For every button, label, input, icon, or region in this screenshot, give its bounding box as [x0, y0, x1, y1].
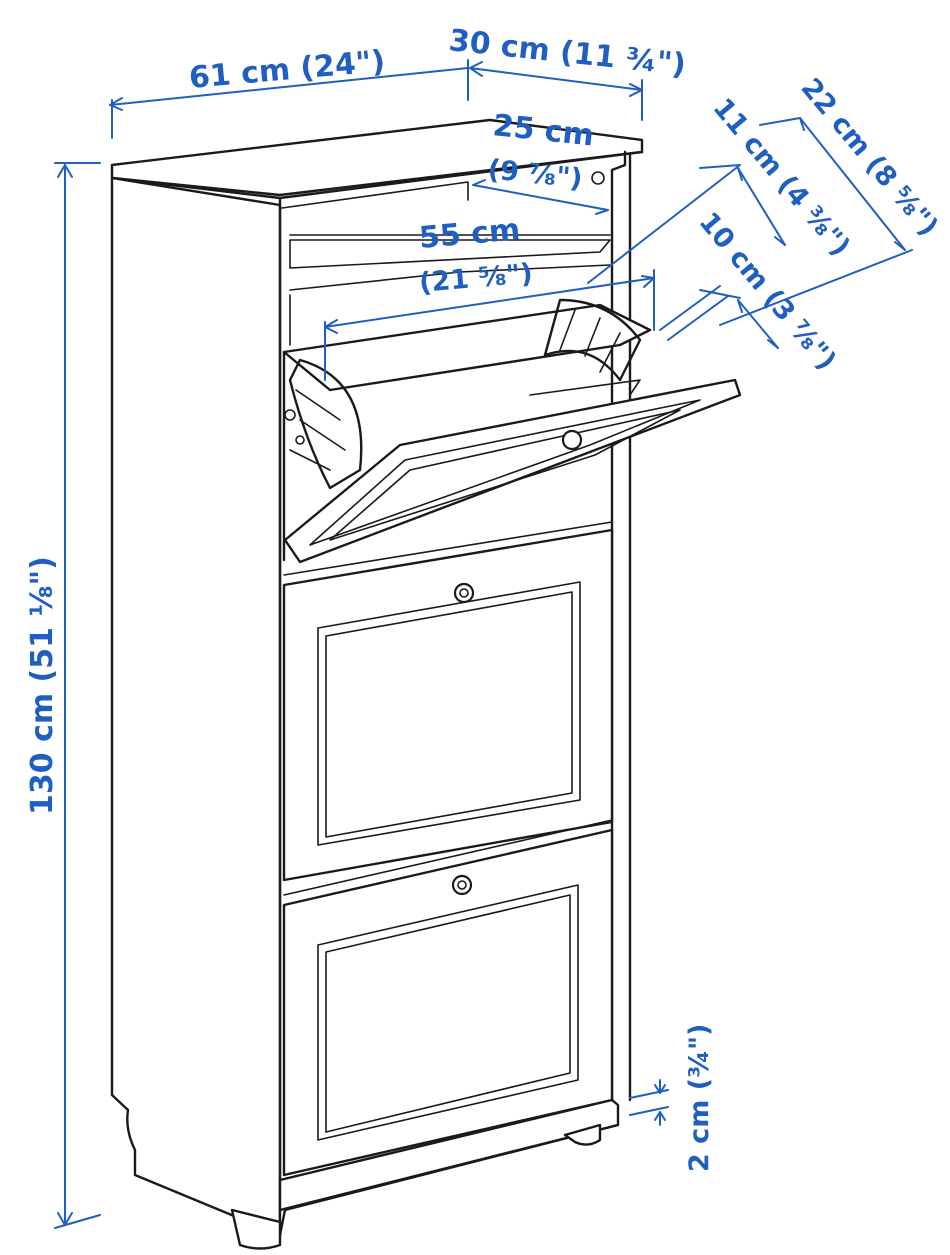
- drawer-knob-top: [561, 429, 583, 451]
- drawer-knob-bottom: [451, 874, 473, 896]
- inner-width-in-label: (21 ⅝"): [418, 258, 534, 299]
- inner-width-cm-label: 55 cm: [418, 212, 522, 256]
- front-foot: [230, 1208, 282, 1250]
- middle-drawer: [282, 521, 614, 882]
- height-label: 130 cm (51 ⅛"): [25, 556, 60, 815]
- open-drawer: [282, 298, 742, 564]
- open-drawer-door: [283, 378, 742, 564]
- dimension-lines: [54, 59, 913, 1229]
- foot-height-label: 2 cm (¾"): [684, 1024, 715, 1172]
- right-foot: [563, 1123, 602, 1146]
- cabinet-left-side: [110, 176, 282, 1237]
- width-label: 61 cm (24"): [188, 44, 387, 96]
- cabinet-body: [110, 118, 644, 1237]
- depth-label: 30 cm (11 ¾"): [447, 23, 687, 83]
- drawer-knob-middle: [453, 582, 475, 604]
- cabinet-plinth: [230, 1098, 620, 1250]
